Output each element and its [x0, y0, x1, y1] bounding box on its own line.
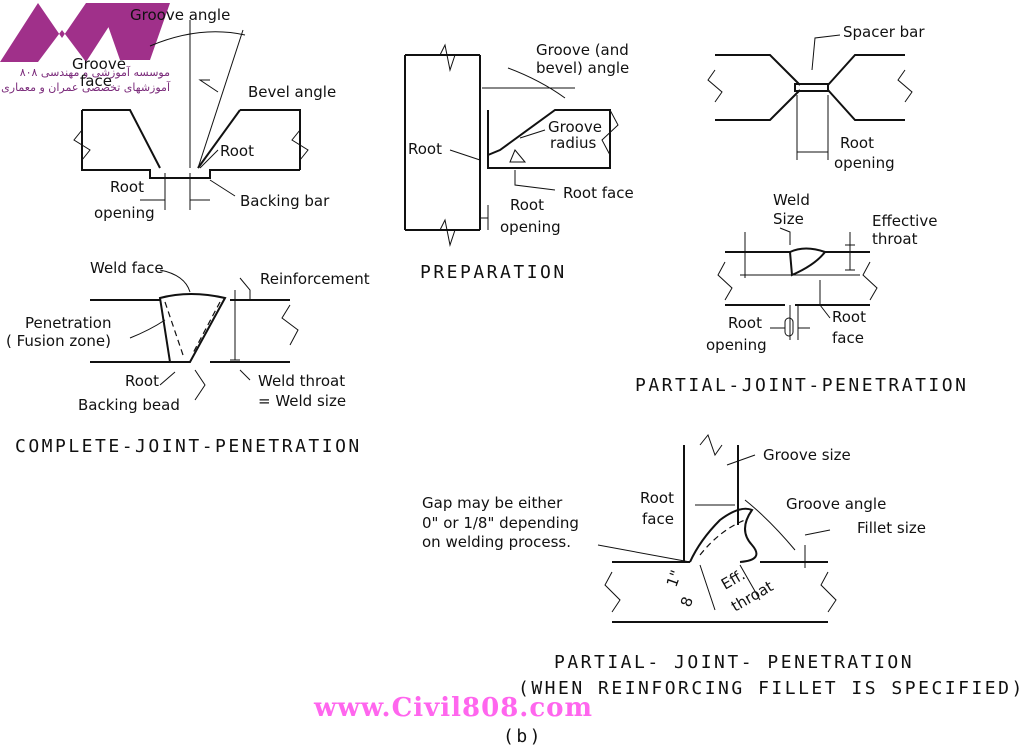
logo-text-line2: آموزشهای تخصصی عمران و معماری	[1, 80, 171, 94]
label-groove-radius-1: Groove	[548, 118, 602, 136]
caption-partial-fillet-2: (WHEN REINFORCING FILLET IS SPECIFIED)	[518, 678, 1025, 699]
label-gap-2: 0" or 1/8" depending	[422, 514, 579, 532]
cjp-diagram	[90, 269, 299, 401]
caption-complete: COMPLETE-JOINT-PENETRATION	[15, 436, 362, 457]
caption-partial-fillet-1: PARTIAL- JOINT- PENETRATION	[554, 652, 914, 673]
label-weld-face: Weld face	[90, 259, 164, 277]
label-root-face-prep: Root face	[563, 184, 634, 202]
label-effective-throat-1: Effective	[872, 212, 937, 230]
label-root-opening-v-1: Root	[110, 178, 144, 196]
label-groove-size: Groove size	[763, 446, 851, 464]
pjp-fillet-diagram	[597, 433, 837, 623]
label-effective-throat-2: throat	[872, 230, 918, 248]
label-spacer-bar: Spacer bar	[843, 23, 925, 41]
label-groove-bevel-angle-2: bevel) angle	[536, 59, 629, 77]
label-gap-3: on welding process.	[422, 533, 571, 551]
pjp-diagram	[717, 227, 878, 340]
label-root-opening-pjp-2: opening	[706, 336, 767, 354]
caption-partial: PARTIAL-JOINT-PENETRATION	[635, 375, 968, 396]
label-gap-1: Gap may be either	[422, 494, 563, 512]
label-root-v: Root	[220, 142, 254, 160]
figure-label: (b)	[503, 726, 543, 747]
label-root-opening-v-2: opening	[94, 204, 155, 222]
logo-text-line1: موسسه آموزشی و مهندسی ۸۰۸	[20, 65, 170, 79]
label-root-opening-sp-1: Root	[840, 134, 874, 152]
label-root-face-pjp-1: Root	[832, 308, 866, 326]
label-fillet-size: Fillet size	[857, 519, 926, 537]
label-groove-face-2: face	[80, 72, 112, 90]
spacer-bar-diagram	[707, 34, 913, 160]
label-bevel-angle: Bevel angle	[248, 83, 336, 101]
logo-mark-right	[100, 3, 170, 60]
watermark: www.Civil808.com	[313, 693, 593, 723]
label-weld-throat-1: Weld throat	[258, 372, 345, 390]
label-eff-throat-1: Eff.	[718, 566, 748, 594]
label-backing-bead: Backing bead	[78, 396, 180, 414]
logo: موسسه آموزشی و مهندسی ۸۰۸ آموزشهای تخصصی…	[0, 3, 171, 94]
logo-mark	[0, 3, 124, 62]
label-groove-angle-top: Groove angle	[130, 6, 230, 24]
preparation-diagram	[404, 43, 619, 247]
label-groove-angle-f: Groove angle	[786, 495, 886, 513]
label-root-opening-sp-2: opening	[834, 154, 895, 172]
label-penetration-1: Penetration	[25, 314, 111, 332]
label-groove-bevel-angle-1: Groove (and	[536, 41, 629, 59]
label-root-face-f-1: Root	[640, 489, 674, 507]
label-root-opening-prep-1: Root	[510, 196, 544, 214]
label-backing-bar: Backing bar	[240, 192, 330, 210]
label-reinforcement: Reinforcement	[260, 270, 370, 288]
label-weld-throat-2: = Weld size	[258, 392, 346, 410]
label-eighth-1: 1"	[663, 568, 686, 590]
label-root-prep: Root	[408, 140, 442, 158]
label-eighth-2: 8	[677, 594, 697, 609]
v-groove-diagram	[73, 20, 309, 210]
label-root-cjp: Root	[125, 372, 159, 390]
label-weld-size-2: Size	[773, 210, 804, 228]
caption-preparation: PREPARATION	[420, 262, 567, 283]
label-weld-size-1: Weld	[773, 191, 810, 209]
label-groove-radius-2: radius	[550, 134, 597, 152]
label-root-opening-prep-2: opening	[500, 218, 561, 236]
label-groove-face-1: Groove	[72, 55, 126, 73]
label-root-opening-pjp-1: Root	[728, 314, 762, 332]
label-root-face-pjp-2: face	[832, 329, 864, 347]
label-penetration-2: ( Fusion zone)	[6, 332, 111, 350]
label-root-face-f-2: face	[642, 510, 674, 528]
